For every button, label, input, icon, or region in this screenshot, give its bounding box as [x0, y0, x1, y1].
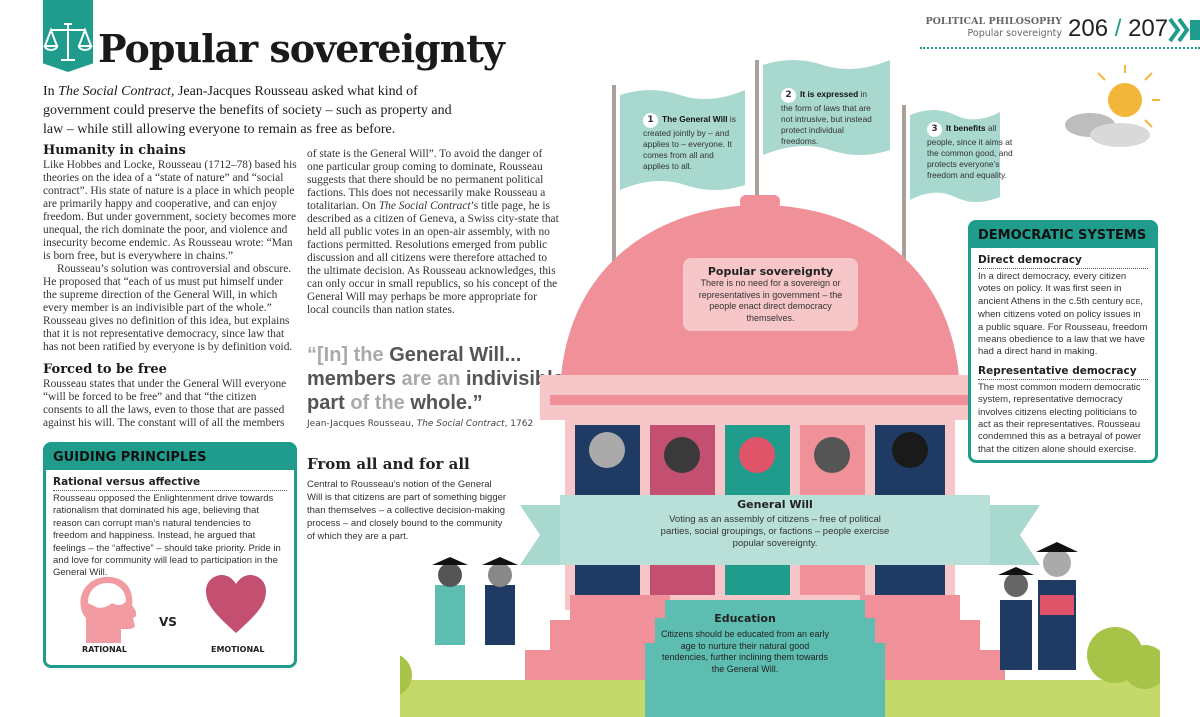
body-column-2: of state is the General Will”. To avoid …: [307, 148, 561, 317]
running-header: POLITICAL PHILOSOPHY Popular sovereignty: [925, 16, 1062, 40]
body-text: Like Hobbes and Locke, Rousseau (1712–78…: [43, 159, 297, 262]
box-subheading: Rational versus affective: [53, 476, 287, 491]
flag-poles: [612, 60, 906, 275]
heart-icon: [206, 575, 266, 633]
education-body: Citizens should be educated from an earl…: [660, 629, 830, 674]
guiding-principles-box: GUIDING PRINCIPLES Rational versus affec…: [43, 442, 297, 668]
education-steps: [645, 600, 885, 717]
section-humanity-in-chains: Humanity in chains Like Hobbes and Locke…: [43, 143, 297, 430]
from-all-body: Central to Rousseau’s notion of the Gene…: [307, 479, 507, 542]
general-will-label: General Will Voting as an assembly of ci…: [560, 498, 990, 550]
page-separator: /: [1114, 15, 1122, 42]
cloud-icon: [1065, 113, 1150, 147]
flag-2: [763, 60, 890, 155]
head-brain-icon: [80, 576, 136, 643]
section-heading: Humanity in chains: [43, 143, 186, 158]
general-will-body: Voting as an assembly of citizens – free…: [660, 514, 890, 549]
representative-democracy-heading: Representative democracy: [978, 365, 1148, 380]
students: [432, 542, 1078, 670]
box-heading: GUIDING PRINCIPLES: [46, 445, 294, 470]
page-title: Popular sovereignty: [98, 26, 505, 71]
quote-attribution: Jean-Jacques Rousseau, The Social Contra…: [307, 419, 534, 429]
rational-label: RATIONAL: [82, 645, 127, 654]
dome-body: There is no need for a sovereign or repr…: [698, 278, 843, 323]
representative-democracy-body: The most common modern democratic system…: [978, 381, 1142, 455]
scales-of-justice-icon: [43, 23, 93, 61]
header-divider: [920, 47, 1200, 49]
education-label: Education Citizens should be educated fr…: [660, 612, 830, 675]
education-heading: Education: [714, 612, 776, 625]
flag-number: 2: [781, 88, 796, 103]
body-text: of state is the General Will”. To avoid …: [307, 148, 559, 316]
bushes: [400, 627, 1160, 695]
sun-icon: [1097, 65, 1160, 128]
direct-democracy-heading: Direct democracy: [978, 254, 1148, 269]
dome-label: Popular sovereignty There is no need for…: [683, 258, 858, 331]
general-will-heading: General Will: [737, 498, 813, 511]
running-header-category: POLITICAL PHILOSOPHY: [925, 16, 1062, 27]
section-heading: Forced to be free: [43, 362, 167, 377]
page-left: 206: [1068, 15, 1109, 42]
pull-quote: “[In] the General Will...members are an …: [307, 344, 564, 414]
box-heading: DEMOCRATIC SYSTEMS: [971, 223, 1155, 248]
page-numbers: 206 / 207: [1068, 15, 1168, 43]
pull-quote-block: “[In] the General Will...members are an …: [307, 343, 607, 429]
democratic-systems-box: DEMOCRATIC SYSTEMS Direct democracy In a…: [968, 220, 1158, 463]
emotional-label: EMOTIONAL: [211, 645, 265, 654]
running-header-subtitle: Popular sovereignty: [967, 28, 1062, 39]
body-text: Rousseau states that under the General W…: [43, 378, 287, 429]
steps: [525, 595, 1005, 717]
chapter-badge: [43, 0, 93, 72]
dome-heading: Popular sovereignty: [707, 265, 834, 278]
body-text: Rousseau’s solution was controversial an…: [43, 263, 293, 353]
intro-paragraph: In The Social Contract, Jean-Jacques Rou…: [43, 84, 452, 137]
vs-label: VS: [159, 615, 177, 629]
assembly-illustration: [400, 60, 1160, 717]
box-body: Rousseau opposed the Enlightenment drive…: [53, 493, 281, 579]
flag-number: 3: [927, 122, 942, 137]
page-right: 207: [1128, 15, 1169, 42]
flag-number: 1: [643, 113, 658, 128]
direct-democracy-body: In a direct democracy, every citizen vot…: [978, 271, 1148, 358]
general-will-banner: [560, 495, 990, 565]
from-all-heading: From all and for all: [307, 455, 470, 473]
chevron-icon: [1168, 17, 1200, 43]
